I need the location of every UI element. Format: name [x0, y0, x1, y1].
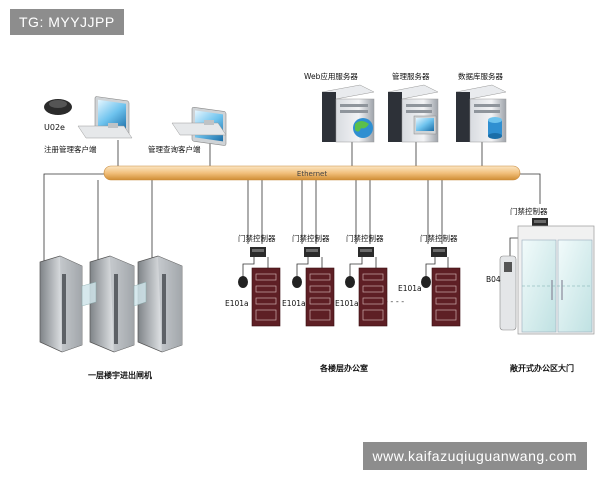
ethernet-bus: Ethernet: [103, 165, 521, 181]
computer-icon: [171, 106, 227, 146]
office-door: [431, 267, 461, 327]
ethernet-label: Ethernet: [297, 170, 327, 178]
reader-u02e-label: U02e: [44, 123, 65, 132]
open-office-entrance: 门禁控制器 B04: [486, 206, 595, 335]
card-reader-icon: [421, 276, 431, 288]
open-office-controller-label: 门禁控制器: [510, 206, 548, 216]
registration-client: 注册管理客户端: [44, 96, 133, 154]
open-office-section-label: 敞开式办公区大门: [510, 363, 574, 373]
offices-section-label: 各楼层办公室: [319, 363, 368, 373]
door-controller-label: 门禁控制器: [346, 233, 384, 243]
controller-icon: [431, 247, 447, 257]
card-reader-icon: [345, 276, 355, 288]
card-reader-u02e: U02e: [44, 99, 72, 132]
management-server: 管理服务器: [387, 71, 439, 143]
card-reader-icon: [238, 276, 248, 288]
office-door: [358, 267, 388, 327]
controller-icon: [250, 247, 266, 257]
controller-icon: [532, 218, 548, 228]
door-reader-label: E101a: [398, 284, 422, 293]
computer-icon: [77, 96, 133, 139]
office-doors: 门禁控制器 门禁控制器 门禁控制器 门禁控制器 E101a E101a E101…: [225, 233, 461, 327]
query-client-label: 管理查询客户端: [148, 144, 201, 154]
database-icon: [488, 117, 502, 139]
ellipsis: - - - -: [385, 297, 404, 306]
database-server: 数据库服务器: [455, 71, 507, 143]
door-controller-label: 门禁控制器: [420, 233, 458, 243]
watermark-bottom: www.kaifazuqiuguanwang.com: [362, 442, 587, 470]
web-server: Web应用服务器: [304, 71, 375, 143]
management-server-label: 管理服务器: [392, 71, 430, 81]
door-reader-label: E101a: [335, 299, 359, 308]
turnstile-gates: [39, 255, 183, 353]
office-door: [251, 267, 281, 327]
reader-b04-label: B04: [486, 275, 501, 284]
registration-client-label: 注册管理客户端: [44, 144, 97, 154]
controller-icon: [304, 247, 320, 257]
reader-b04-icon: [499, 255, 517, 331]
web-server-label: Web应用服务器: [304, 71, 358, 81]
door-controller-label: 门禁控制器: [292, 233, 330, 243]
database-server-label: 数据库服务器: [458, 71, 503, 81]
monitor-icon: [413, 115, 437, 135]
turnstile-section-label: 一层楼宇进出闸机: [88, 370, 152, 380]
door-controller-label: 门禁控制器: [238, 233, 276, 243]
door-reader-label: E101a: [282, 299, 306, 308]
query-client: 管理查询客户端: [148, 106, 227, 154]
glass-door: [517, 225, 595, 335]
watermark-top: TG: MYYJJPP: [10, 9, 124, 35]
door-reader-label: E101a: [225, 299, 249, 308]
office-door: [305, 267, 335, 327]
card-reader-icon: [292, 276, 302, 288]
connection-lines: [43, 140, 541, 276]
controller-icon: [358, 247, 374, 257]
